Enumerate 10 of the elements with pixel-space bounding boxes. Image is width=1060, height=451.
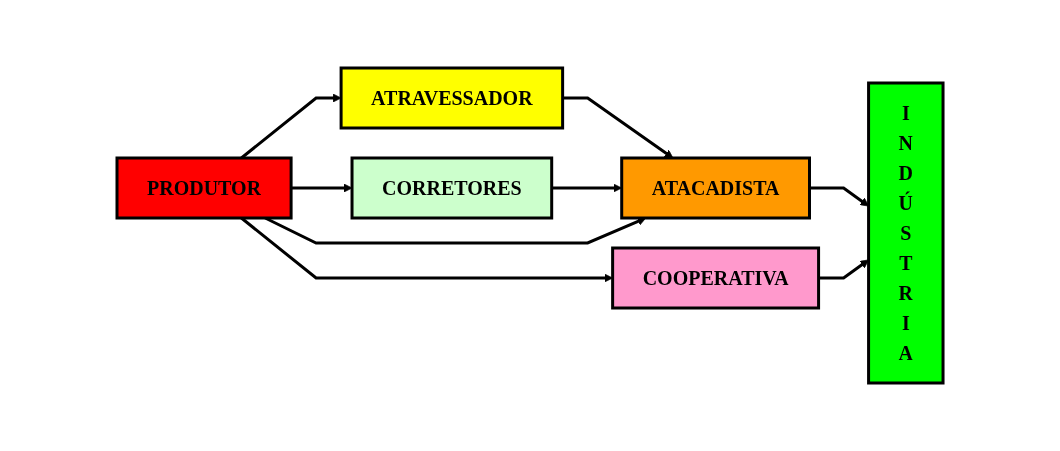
arrow [562,96,674,159]
node-box: COOPERATIVA [611,246,821,310]
node-box: ATRAVESSADOR [339,66,565,130]
node-box: CORRETORES [350,156,554,220]
arrow [291,183,353,193]
arrow [818,259,869,280]
node-box: ATACADISTA [620,156,811,220]
arrow [809,186,869,207]
node-box: PRODUTOR [115,156,293,220]
node-box: INDÚSTRIA [867,81,945,385]
